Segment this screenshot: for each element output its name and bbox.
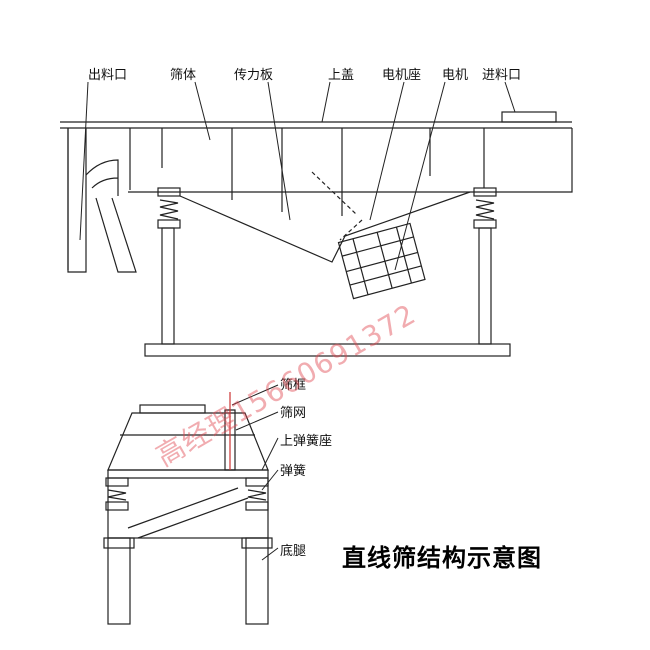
top-left-spring — [157, 187, 181, 229]
inlet-box — [501, 111, 557, 123]
label-base-leg: 底腿 — [280, 544, 307, 559]
label-upper-spring-seat: 上弹簧座 — [280, 434, 333, 449]
label-top-cover: 上盖 — [328, 68, 355, 83]
label-screen-body: 筛体 — [170, 68, 197, 83]
label-inlet: 进料口 — [482, 68, 522, 83]
label-transmission-plate: 传力板 — [234, 68, 274, 83]
top-view — [60, 81, 573, 357]
label-spring: 弹簧 — [280, 464, 307, 479]
side-left-spring — [105, 477, 129, 511]
diagram-caption: 直线筛结构示意图 — [342, 544, 542, 572]
top-left-post — [161, 227, 175, 345]
side-right-leg — [245, 537, 269, 625]
label-outlet: 出料口 — [88, 68, 128, 83]
top-right-post — [478, 227, 492, 345]
label-screen-frame: 筛框 — [280, 378, 307, 393]
motor-base — [311, 171, 363, 241]
transmission-plate — [179, 191, 471, 263]
label-motor-base: 电机座 — [382, 68, 422, 83]
top-right-spring — [473, 187, 497, 229]
screen-body — [67, 128, 573, 270]
top-base-beam — [144, 343, 511, 357]
label-motor: 电机 — [442, 68, 469, 83]
side-left-leg — [107, 537, 131, 625]
outlet — [67, 128, 87, 273]
side-right-spring — [245, 477, 269, 511]
motor — [337, 222, 426, 300]
side-screen-mesh — [224, 409, 236, 471]
label-screen-mesh: 筛网 — [280, 406, 307, 421]
side-view — [103, 384, 279, 625]
